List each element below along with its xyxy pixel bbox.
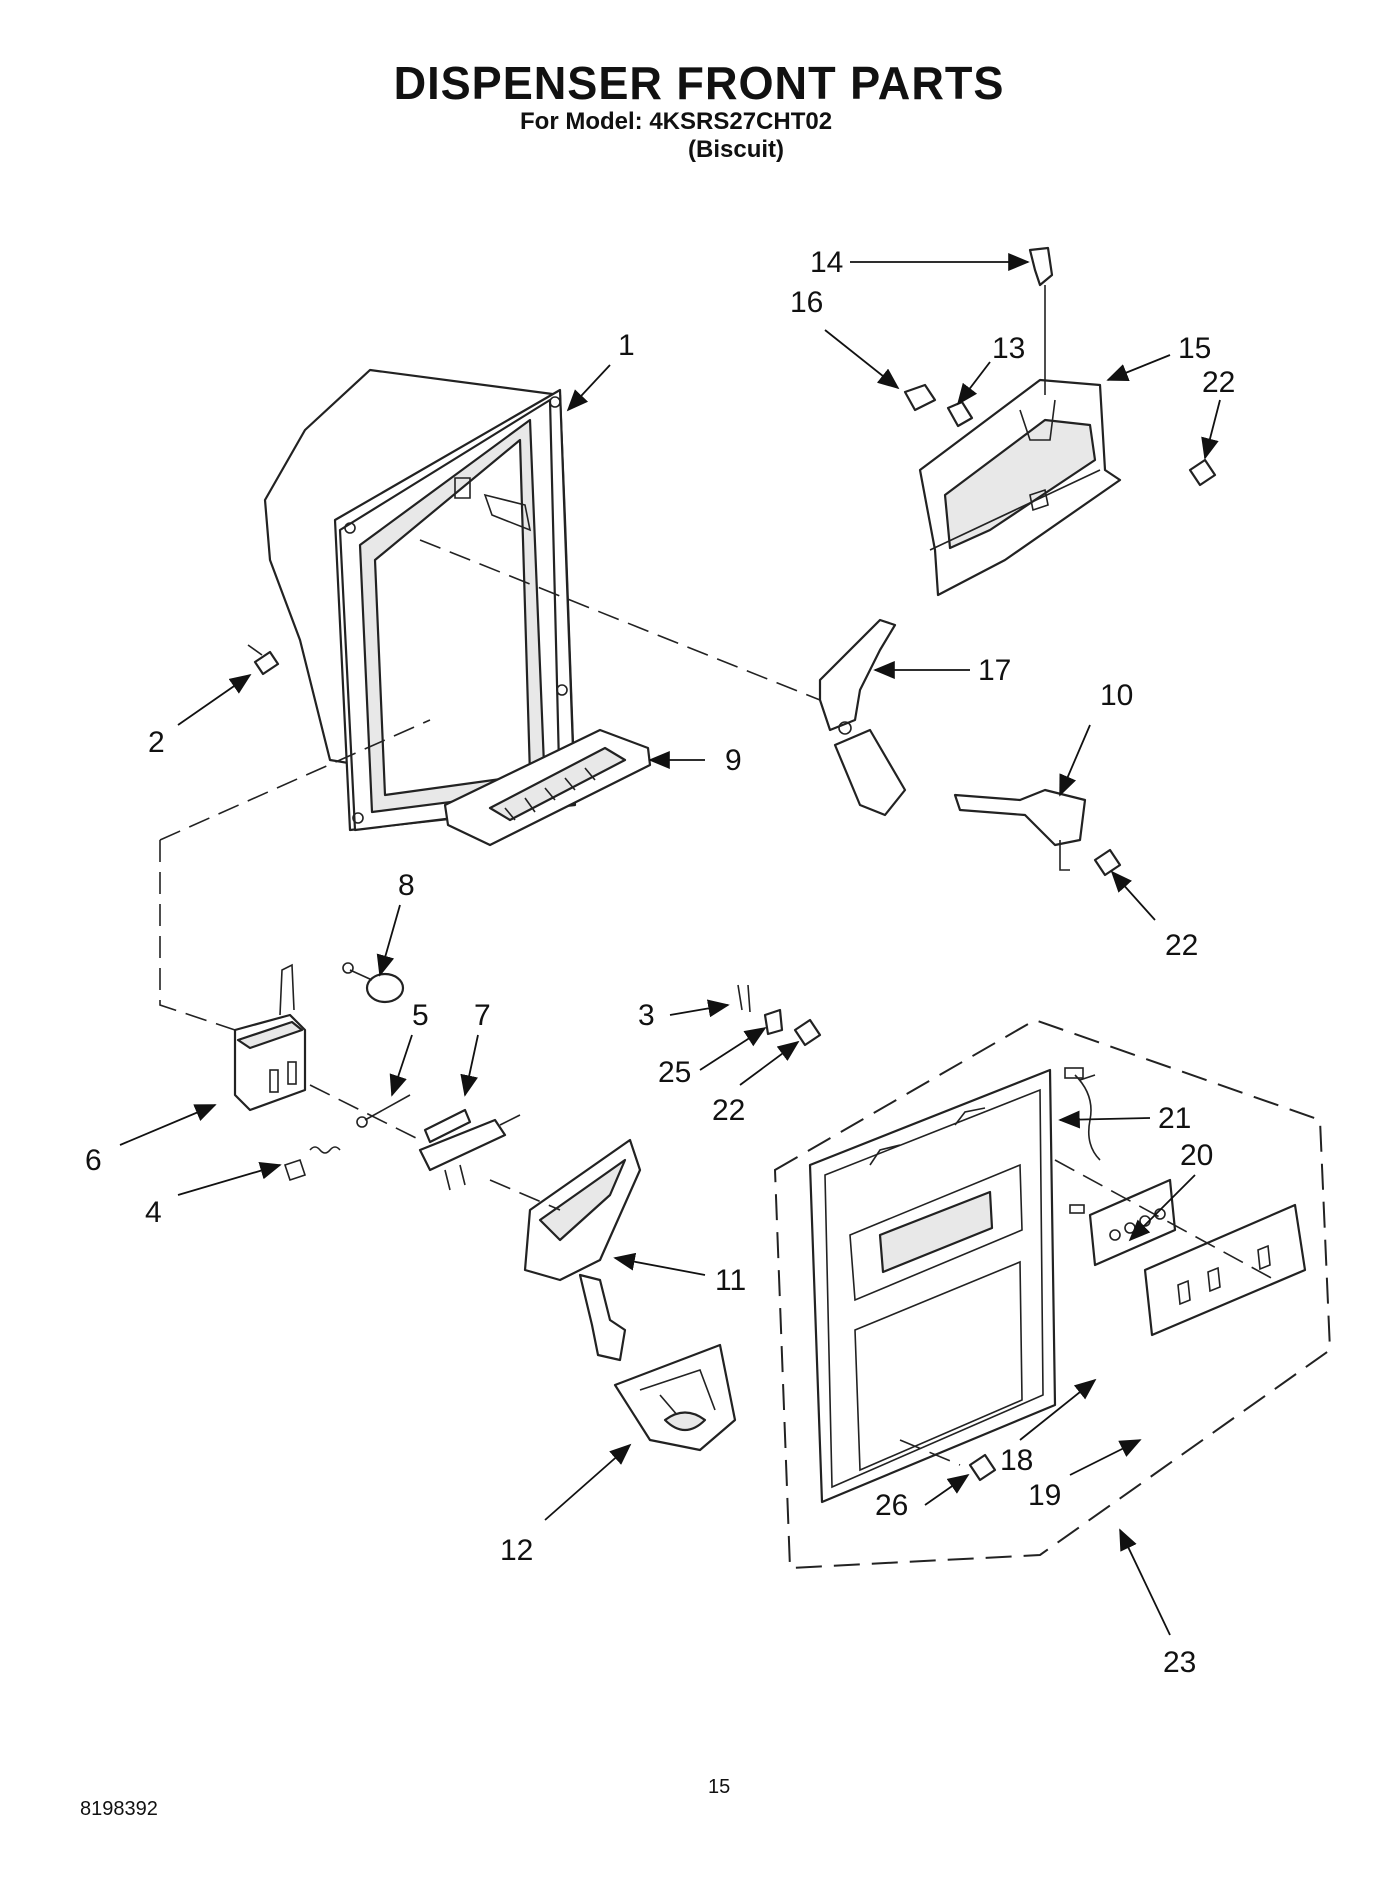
part-22-screw-b — [793, 1018, 822, 1047]
callout-23: 23 — [1163, 1646, 1196, 1679]
callout-2: 2 — [148, 726, 165, 759]
callout-8: 8 — [398, 869, 415, 902]
assembly-line-a — [419, 539, 821, 701]
callout-19: 19 — [1028, 1479, 1061, 1512]
callout-5: 5 — [412, 999, 429, 1032]
callout-15: 15 — [1178, 332, 1211, 365]
callout-10: 10 — [1100, 679, 1133, 712]
callout-26: 26 — [875, 1489, 908, 1522]
callout-11: 11 — [715, 1264, 746, 1297]
callout-6: 6 — [85, 1144, 102, 1177]
callout-12: 12 — [500, 1534, 533, 1567]
callout-7: 7 — [474, 999, 491, 1032]
document-number: 8198392 — [80, 1798, 158, 1820]
callout-20: 20 — [1180, 1139, 1213, 1172]
part-9-grille — [443, 728, 652, 847]
part-18-control-board — [1088, 1178, 1177, 1267]
part-12-cup — [613, 1343, 737, 1452]
callout-18: 18 — [1000, 1444, 1033, 1477]
callout-13: 13 — [992, 332, 1025, 365]
part-7-bracket — [418, 1108, 521, 1191]
part-17-lever — [818, 618, 907, 817]
color-line: (Biscuit) — [688, 136, 784, 163]
model-line: For Model: 4KSRS27CHT02 — [520, 108, 833, 135]
callout-22-low: 22 — [712, 1094, 745, 1127]
callout-17: 17 — [978, 654, 1011, 687]
part-2-screw — [247, 644, 280, 676]
part-14-sensor — [1028, 246, 1054, 395]
callout-22-mid: 22 — [1165, 929, 1198, 962]
callout-14: 14 — [810, 246, 843, 279]
part-22-screw-c — [1188, 458, 1217, 487]
callout-16: 16 — [790, 286, 823, 319]
part-19-overlay — [1143, 1203, 1307, 1337]
assembly-line-g — [899, 1439, 961, 1466]
part-1-housing — [263, 368, 577, 832]
page-title: DISPENSER FRONT PARTS — [393, 57, 1005, 109]
part-25-plate — [763, 1008, 784, 1036]
part-16-bulb — [903, 383, 937, 412]
part-6-module — [233, 963, 307, 1112]
callout-1: 1 — [618, 329, 635, 362]
part-21-front-panel — [808, 1068, 1057, 1504]
part-20-harness — [1064, 1067, 1101, 1214]
callout-9: 9 — [725, 744, 742, 777]
part-4-spring — [283, 1146, 341, 1182]
page-number: 15 — [708, 1776, 731, 1798]
part-15-housing — [918, 378, 1122, 597]
part-11-actuator — [523, 1138, 642, 1362]
assembly-line-e — [489, 1179, 561, 1211]
callout-25: 25 — [658, 1056, 691, 1089]
callout-3: 3 — [638, 999, 655, 1032]
part-3-clip — [737, 984, 751, 1013]
callout-21: 21 — [1158, 1102, 1191, 1135]
assembly-line-d — [309, 1084, 421, 1141]
assembly-line-f — [1054, 1159, 1276, 1281]
assembly-line-c — [159, 719, 431, 841]
callout-4: 4 — [145, 1196, 162, 1229]
leader-lines — [119, 253, 1221, 1636]
assembly-line-b — [159, 840, 236, 1031]
callout-22-top: 22 — [1202, 366, 1235, 399]
part-10-arm — [953, 788, 1087, 871]
part-13-socket — [946, 400, 974, 428]
part-8-solenoid — [342, 962, 405, 1004]
part-22-screw-a — [1093, 848, 1122, 877]
part-26-screw — [968, 1453, 997, 1482]
